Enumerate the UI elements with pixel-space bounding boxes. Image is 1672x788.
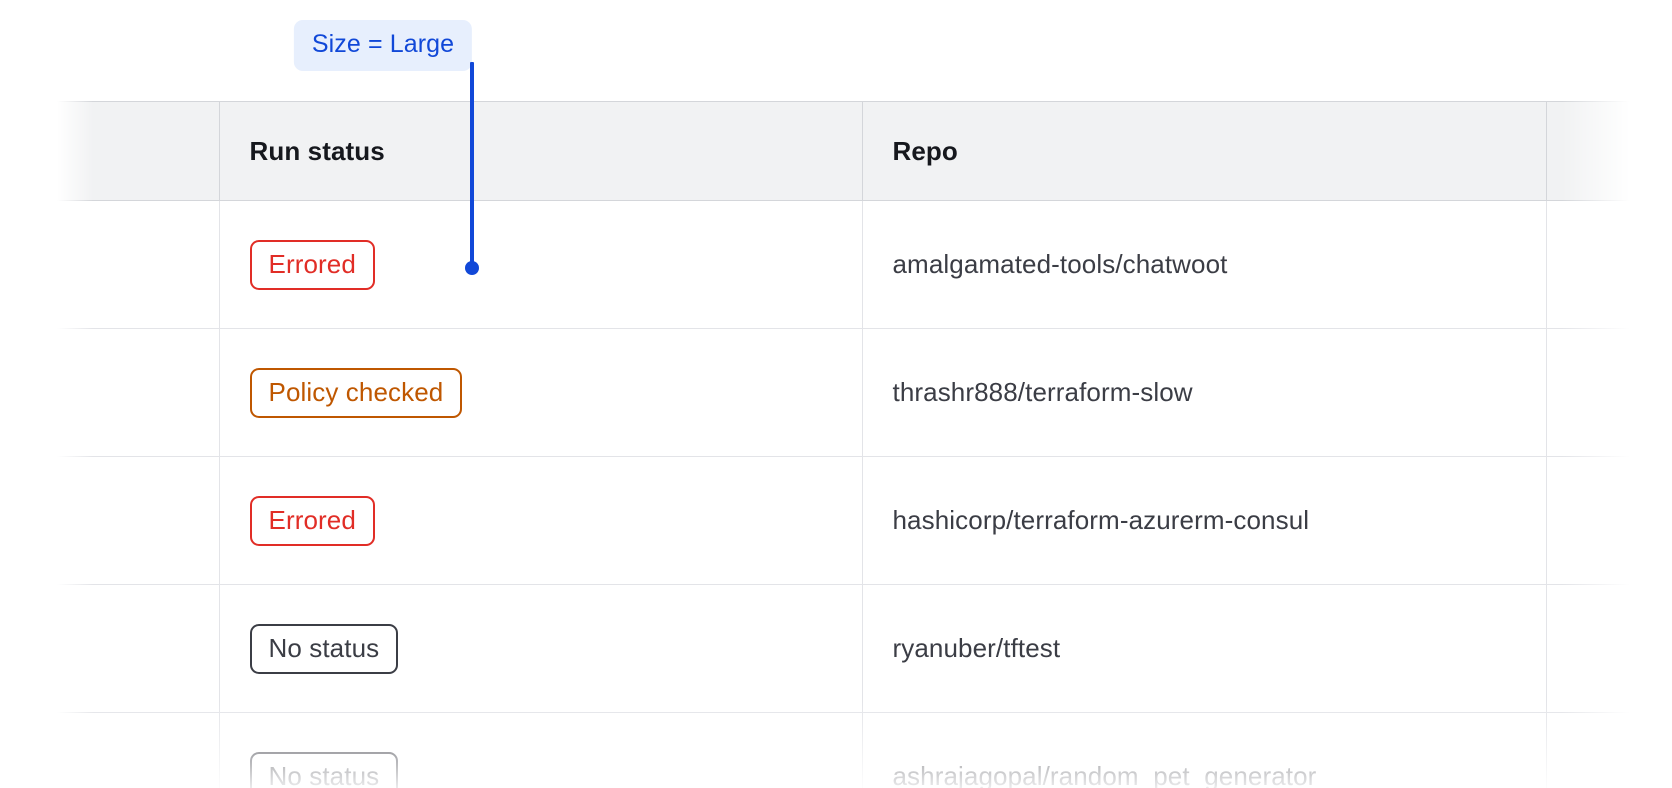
column-header-extra[interactable]: [1546, 101, 1630, 201]
repo-cell[interactable]: thrashr888/terraform-slow: [862, 328, 1547, 457]
column-header-run-status[interactable]: Run status: [219, 101, 863, 201]
row-extra-cell: [1546, 456, 1630, 585]
table-row[interactable]: No status ashrajagopal/random_pet_generat…: [57, 712, 1630, 788]
row-select-cell[interactable]: [57, 584, 220, 713]
row-extra-cell: [1546, 584, 1630, 713]
status-badge[interactable]: Errored: [249, 239, 375, 290]
table-row[interactable]: No status ryanuber/tftest: [57, 584, 1630, 713]
run-status-cell: No status: [219, 584, 863, 713]
row-select-cell[interactable]: [57, 200, 220, 329]
column-header-select[interactable]: [57, 101, 220, 201]
row-extra-cell: [1546, 712, 1630, 788]
column-header-repo[interactable]: Repo: [862, 101, 1547, 201]
run-status-cell: Policy checked: [219, 328, 863, 457]
repo-cell[interactable]: ryanuber/tftest: [862, 584, 1547, 713]
repo-cell[interactable]: ashrajagopal/random_pet_generator: [862, 712, 1547, 788]
table-row[interactable]: Errored hashicorp/terraform-azurerm-consu…: [57, 456, 1630, 585]
table-row[interactable]: Errored amalgamated-tools/chatwoot: [57, 200, 1630, 329]
run-status-cell: Errored: [219, 456, 863, 585]
row-extra-cell: [1546, 200, 1630, 329]
repo-cell[interactable]: amalgamated-tools/chatwoot: [862, 200, 1547, 329]
table-header: Run status Repo: [57, 101, 1630, 201]
status-badge[interactable]: Errored: [249, 495, 375, 546]
row-select-cell[interactable]: [57, 712, 220, 788]
status-badge[interactable]: No status: [249, 623, 399, 674]
runs-table-container[interactable]: Run status Repo Errored amalgamated-tools…: [57, 101, 1630, 788]
row-extra-cell: [1546, 328, 1630, 457]
size-annotation-label[interactable]: Size = Large: [293, 20, 473, 71]
run-status-cell: Errored: [219, 200, 863, 329]
run-status-cell: No status: [219, 712, 863, 788]
header-row: Run status Repo: [57, 101, 1630, 201]
table-row[interactable]: Policy checked thrashr888/terraform-slow: [57, 328, 1630, 457]
row-select-cell[interactable]: [57, 328, 220, 457]
status-badge[interactable]: No status: [249, 751, 399, 788]
runs-table: Run status Repo Errored amalgamated-tools…: [57, 101, 1630, 788]
row-select-cell[interactable]: [57, 456, 220, 585]
repo-cell[interactable]: hashicorp/terraform-azurerm-consul: [862, 456, 1547, 585]
status-badge[interactable]: Policy checked: [249, 367, 463, 418]
